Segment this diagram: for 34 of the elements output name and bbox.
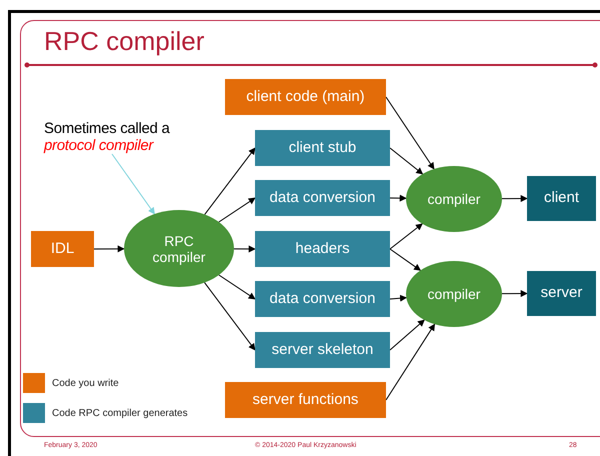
- output-box: server: [527, 271, 596, 316]
- arrow: [502, 195, 528, 202]
- arrow: [204, 282, 256, 351]
- arrow: [390, 194, 407, 202]
- process-box: server skeleton: [255, 332, 390, 368]
- legend-text: Code RPC compiler generates: [52, 406, 188, 420]
- slide-title: RPC compiler: [44, 25, 204, 58]
- arrow: [94, 245, 125, 252]
- arrow: [218, 198, 256, 222]
- output-box: client: [527, 176, 596, 221]
- arrow: [502, 290, 528, 298]
- process-box: headers: [255, 231, 390, 267]
- legend-text: Code you write: [52, 376, 119, 390]
- process-box: client code (main): [225, 79, 386, 115]
- process-box: server functions: [225, 382, 386, 418]
- process-box: data conversion: [255, 281, 390, 317]
- arrow: [390, 248, 422, 271]
- arrow: [390, 148, 424, 175]
- process-ellipse: compiler: [406, 261, 502, 327]
- arrow: [234, 245, 256, 252]
- process-ellipse: compiler: [406, 166, 502, 232]
- process-box: IDL: [31, 231, 94, 267]
- process-ellipse: RPC compiler: [124, 210, 234, 287]
- arrow: [390, 319, 425, 350]
- arrow: [112, 154, 156, 215]
- arrow: [386, 324, 436, 400]
- process-box: data conversion: [255, 180, 390, 216]
- arrow: [218, 274, 256, 300]
- arrow: [204, 147, 256, 215]
- arrow: [390, 294, 407, 302]
- annotation-text: Sometimes called a protocol compiler: [44, 120, 184, 152]
- arrow: [386, 96, 434, 170]
- process-box: client stub: [255, 130, 390, 166]
- arrow: [390, 223, 423, 250]
